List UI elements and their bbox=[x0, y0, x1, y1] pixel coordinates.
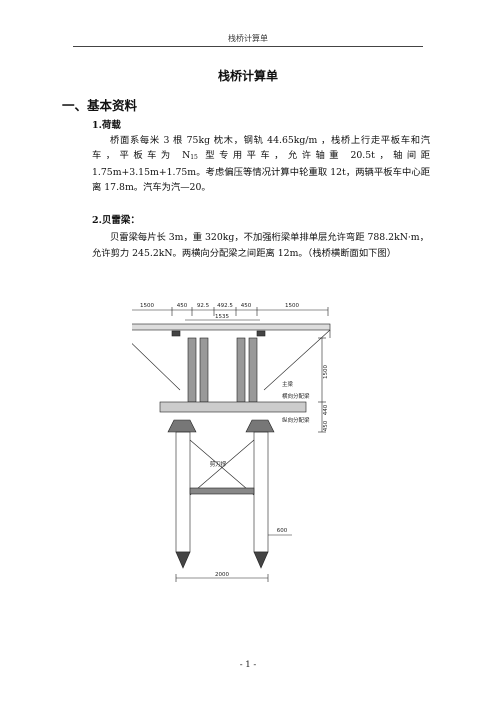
horizontal-brace bbox=[189, 487, 255, 495]
pile-tip-left bbox=[175, 551, 191, 569]
dim-label-3: 92.5 bbox=[197, 303, 210, 309]
main-beam-1 bbox=[187, 337, 197, 403]
dim-label-1535: 1535 bbox=[215, 314, 229, 320]
dim-label-5: 450 bbox=[241, 303, 252, 309]
subheading-beilei: 2.贝雷梁： bbox=[92, 215, 140, 226]
paragraph-beilei: 贝雷梁每片长 3m，重 320kg，不加强桁梁单排单层允许弯距 788.2kN·… bbox=[92, 232, 429, 259]
pile-cap-left bbox=[167, 419, 197, 433]
dim-side-3: 450 bbox=[323, 420, 329, 431]
pile-cap-right bbox=[245, 419, 275, 433]
dim-label-2000: 2000 bbox=[215, 572, 229, 578]
cross-brace-2 bbox=[189, 439, 255, 496]
label-main-beam: 主梁 bbox=[282, 380, 294, 388]
deck-plate bbox=[132, 323, 331, 331]
dim-label-1: 1500 bbox=[140, 303, 154, 309]
section-heading-basic-data: 一、基本资料 bbox=[62, 98, 138, 113]
dim-label-2: 450 bbox=[177, 303, 188, 309]
label-cross-brace: 剪刀撑 bbox=[210, 460, 227, 468]
main-beam-3 bbox=[236, 337, 246, 403]
main-beam-4 bbox=[248, 337, 258, 403]
load-subscript: 15 bbox=[190, 154, 198, 161]
rail-right bbox=[256, 330, 266, 337]
dim-side-2: 440 bbox=[323, 404, 329, 415]
dim-side-1: 1500 bbox=[323, 365, 329, 379]
dim-label-600: 600 bbox=[277, 528, 288, 534]
transverse-beam bbox=[159, 401, 307, 413]
pile-right bbox=[253, 431, 269, 553]
trestle-cross-section-figure: 1500 450 92.5 492.5 450 1500 1535 主梁 横向分… bbox=[132, 303, 331, 582]
pile-left bbox=[175, 431, 191, 553]
subheading-load: 1.荷载 bbox=[92, 120, 121, 131]
page-number: - 1 - bbox=[239, 660, 257, 670]
main-beam-2 bbox=[199, 337, 209, 403]
running-header: 栈桥计算单 bbox=[228, 34, 268, 43]
label-transverse-beam: 横向分配梁 bbox=[282, 392, 310, 400]
left-brace bbox=[132, 343, 181, 391]
rail-left bbox=[171, 330, 181, 337]
header-divider bbox=[73, 46, 423, 47]
label-pile: 纵向分配梁 bbox=[282, 416, 310, 424]
right-brace bbox=[263, 329, 331, 391]
load-text-part2: 型专用平车，允许轴重 20.5t，轴间距 1.75m+3.15m+1.75m。考… bbox=[92, 150, 430, 193]
document-title: 栈桥计算单 bbox=[217, 69, 278, 83]
load-text-part1: 桥面系每米 3 根 75kg 枕木，钢轨 44.65kg/m ，栈桥上行走平板车… bbox=[92, 135, 430, 161]
pile-tip-right bbox=[253, 551, 269, 569]
dim-label-4: 492.5 bbox=[217, 303, 233, 309]
dim-label-6: 1500 bbox=[285, 303, 299, 309]
paragraph-load: 桥面系每米 3 根 75kg 枕木，钢轨 44.65kg/m ，栈桥上行走平板车… bbox=[92, 133, 430, 195]
